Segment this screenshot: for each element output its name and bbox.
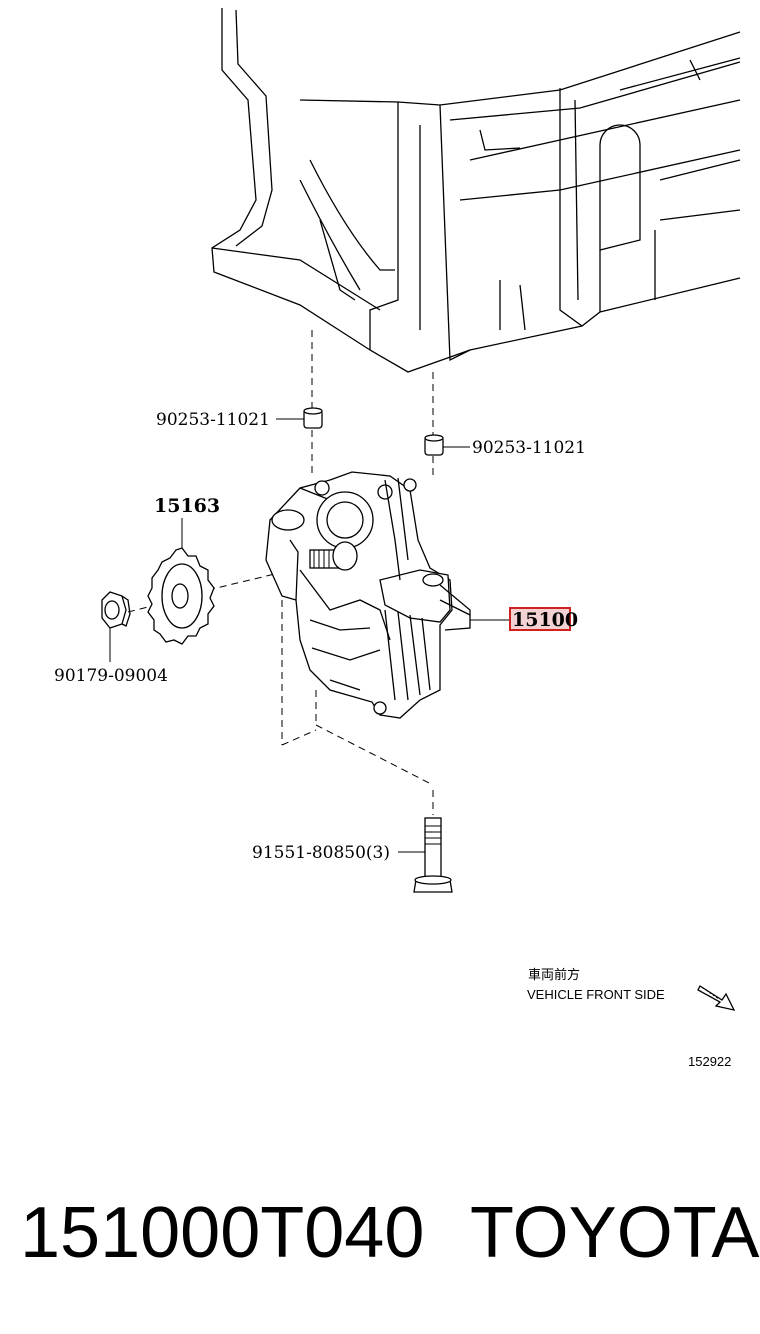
diagram-ref-number: 152922 <box>688 1054 731 1069</box>
spacer-right <box>424 434 444 456</box>
orientation-label-jp: 車両前方 <box>528 967 580 982</box>
callout-spacer-right[interactable]: 90253-11021 <box>472 438 586 458</box>
engine-block <box>211 8 741 373</box>
orientation-label-en: VEHICLE FRONT SIDE <box>527 987 665 1002</box>
callout-pump[interactable]: 15100 <box>512 609 578 631</box>
nut <box>101 591 131 629</box>
sprocket <box>147 547 215 645</box>
oil-pump <box>265 471 471 719</box>
alignment-lines <box>127 330 434 815</box>
leader-lines <box>109 418 510 853</box>
footer-brand: TOYOTA <box>470 1193 760 1273</box>
callout-nut[interactable]: 90179-09004 <box>54 666 168 686</box>
callout-sprocket[interactable]: 15163 <box>154 495 220 517</box>
footer-part-number: 151000T040 <box>20 1193 425 1273</box>
callout-spacer-left[interactable]: 90253-11021 <box>156 410 270 430</box>
front-arrow-icon <box>697 985 736 1011</box>
spacer-left <box>303 407 323 429</box>
callout-pump-highlight <box>509 607 571 631</box>
callout-bolt[interactable]: 91551-80850(3) <box>252 843 390 863</box>
bolt <box>413 817 453 893</box>
